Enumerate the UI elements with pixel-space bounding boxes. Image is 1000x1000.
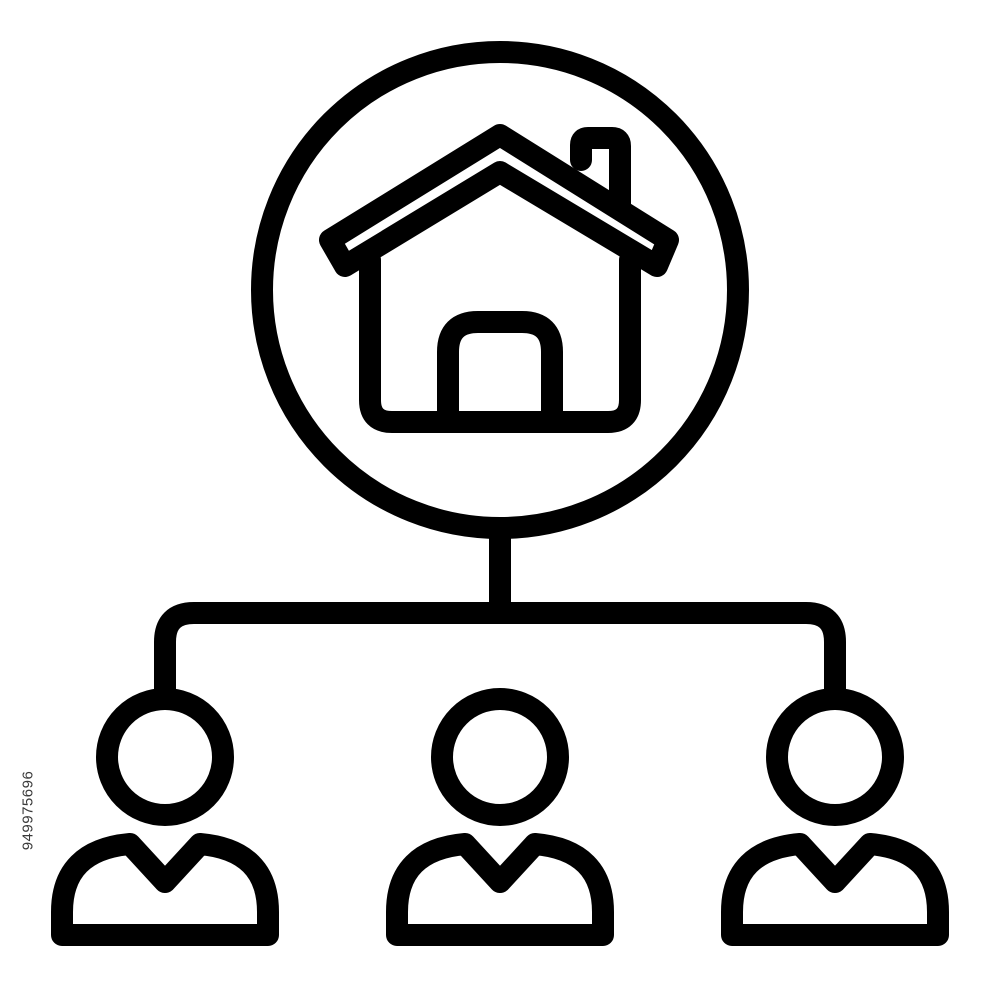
watermark-id-text: 949975696	[19, 770, 37, 850]
person-body	[51, 833, 279, 946]
house-roof	[319, 124, 679, 277]
person-head	[431, 688, 569, 826]
person-body	[721, 833, 949, 946]
person-icon-left	[51, 688, 279, 946]
connector-branch	[154, 602, 846, 704]
person-icon-right	[721, 688, 949, 946]
house-door	[437, 311, 563, 431]
person-body	[386, 833, 614, 946]
house-icon	[319, 124, 679, 433]
person-head	[766, 688, 904, 826]
house-walls	[359, 249, 641, 433]
house-chimney	[570, 127, 631, 219]
person-head	[96, 688, 234, 826]
home-circle	[251, 41, 749, 539]
watermark-id: 949975696	[18, 660, 38, 960]
connector-lines	[154, 517, 846, 704]
person-icon-center	[386, 688, 614, 946]
